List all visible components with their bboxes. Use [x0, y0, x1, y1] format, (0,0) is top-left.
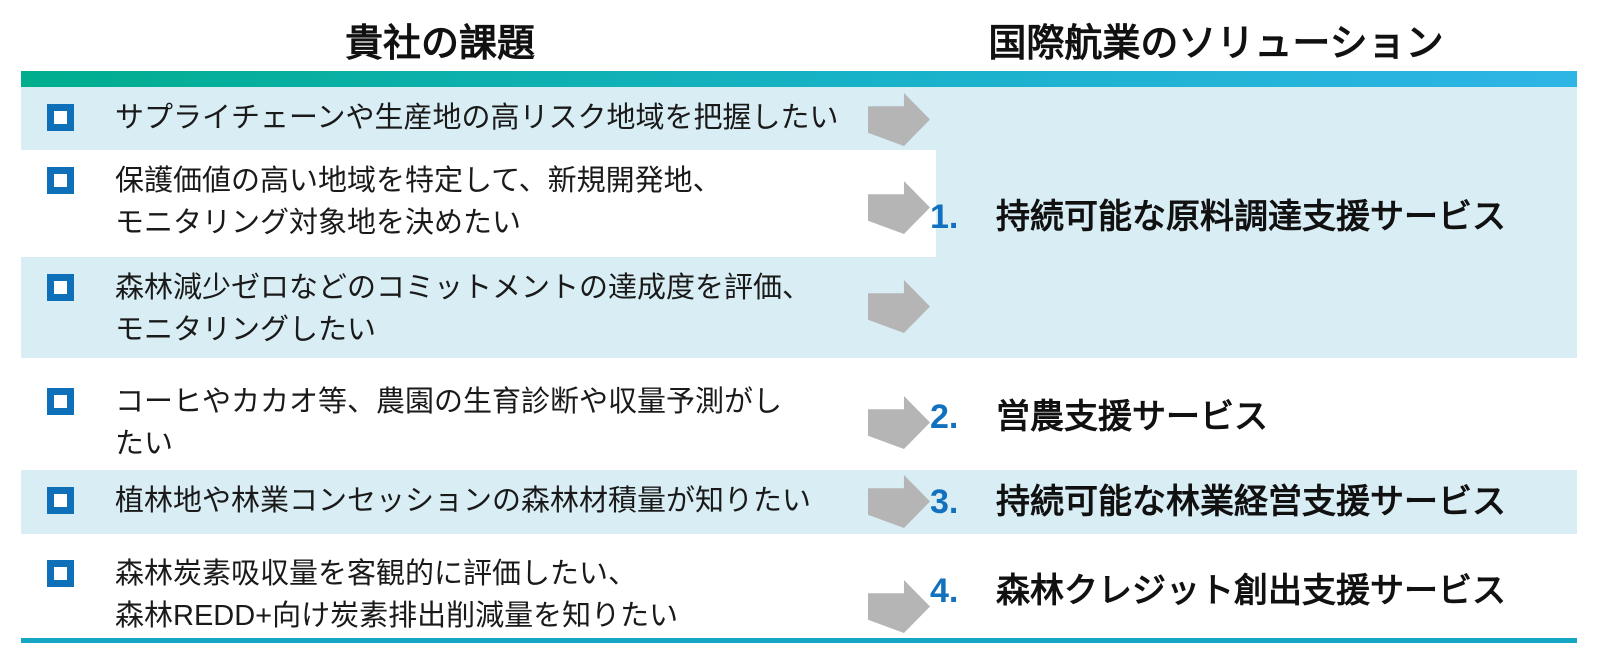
challenge-row-4: コーヒやカカオ等、農園の生育診断や収量予測がし たい [47, 381, 782, 465]
challenge-line: 森林炭素吸収量を客観的に評価したい、 [115, 558, 638, 590]
checkbox-icon [47, 487, 74, 514]
row-2-white-strip [21, 150, 936, 257]
solution-number: 2. [930, 398, 959, 436]
checkbox-icon [47, 104, 74, 131]
solution-item-4: 4. 森林クレジット創出支援サービス [930, 569, 1506, 613]
band-row-6 [21, 534, 1577, 638]
challenge-row-6: 森林炭素吸収量を客観的に評価したい、 森林REDD+向け炭素排出削減量を知りたい [47, 553, 678, 637]
challenge-line: たい [115, 428, 174, 460]
challenge-row-5: 植林地や林業コンセッションの森林材積量が知りたい [47, 480, 811, 522]
challenge-line: 森林減少ゼロなどのコミットメントの達成度を評価、 [115, 272, 812, 304]
challenge-line: 森林REDD+向け炭素排出削減量を知りたい [115, 600, 679, 632]
challenge-row-3: 森林減少ゼロなどのコミットメントの達成度を評価、 モニタリングしたい [47, 267, 811, 351]
left-column-header: 貴社の課題 [344, 23, 535, 65]
solution-number: 3. [930, 483, 959, 521]
right-column-header: 国際航業のソリューション [988, 23, 1444, 65]
checkbox-icon [47, 388, 74, 415]
solution-item-2: 2. 営農支援サービス [930, 395, 1268, 439]
solution-item-3: 3. 持続可能な林業経営支援サービス [930, 480, 1506, 524]
solution-label: 営農支援サービス [996, 398, 1268, 436]
challenge-line: モニタリング対象地を決めたい [115, 207, 522, 239]
solution-label: 持続可能な原料調達支援サービス [996, 198, 1506, 236]
bottom-divider [21, 638, 1577, 643]
solution-item-1: 1. 持続可能な原料調達支援サービス [930, 195, 1506, 239]
challenge-line: 保護価値の高い地域を特定して、新規開発地、 [115, 165, 722, 197]
challenge-line: サプライチェーンや生産地の高リスク地域を把握したい [115, 102, 839, 134]
challenge-line: 植林地や林業コンセッションの森林材積量が知りたい [115, 485, 812, 517]
checkbox-icon [47, 167, 74, 194]
solution-number: 1. [930, 198, 959, 236]
checkbox-icon [47, 560, 74, 587]
challenge-line: コーヒやカカオ等、農園の生育診断や収量予測がし [115, 386, 783, 418]
solution-number: 4. [930, 572, 959, 610]
band-row-4 [21, 358, 1577, 470]
solution-label: 森林クレジット創出支援サービス [996, 572, 1506, 610]
solution-label: 持続可能な林業経営支援サービス [996, 483, 1506, 521]
challenge-row-1: サプライチェーンや生産地の高リスク地域を把握したい [47, 97, 839, 139]
challenge-line: モニタリングしたい [115, 314, 377, 346]
checkbox-icon [47, 274, 74, 301]
band-row-5 [21, 470, 1577, 534]
challenge-row-2: 保護価値の高い地域を特定して、新規開発地、 モニタリング対象地を決めたい [47, 160, 722, 244]
gradient-bar [21, 71, 1577, 87]
